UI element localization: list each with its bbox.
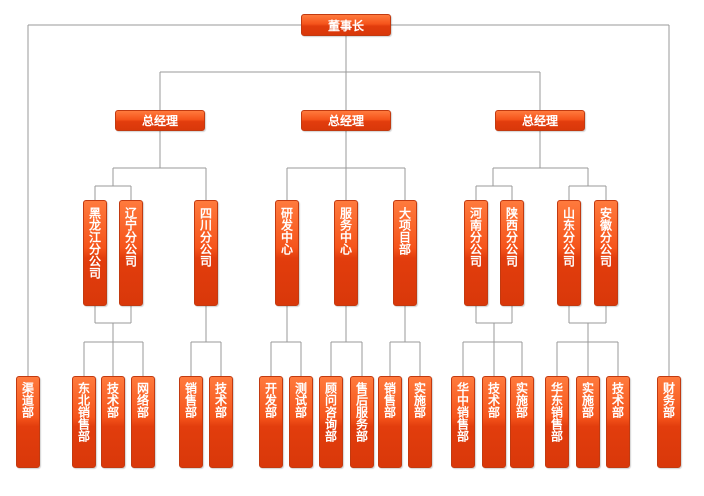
dept-develop: 开发部 bbox=[259, 376, 283, 468]
dept-tech-2-label: 技术部 bbox=[213, 382, 228, 418]
general-manager-box-center: 总经理 bbox=[301, 110, 391, 131]
dept-network: 网络部 bbox=[131, 376, 155, 468]
branch-rd-center-label: 研发中心 bbox=[279, 207, 294, 255]
branch-shaanxi: 陕西分公司 bbox=[500, 200, 524, 306]
dept-sales-2-label: 销售部 bbox=[382, 382, 397, 418]
dept-east-sales-label: 华东销售部 bbox=[549, 382, 564, 442]
branch-liaoning-label: 辽宁分公司 bbox=[123, 207, 138, 267]
general-manager-box-left: 总经理 bbox=[115, 110, 205, 131]
dept-central-sales-label: 华中销售部 bbox=[455, 382, 470, 442]
dept-tech-4: 技术部 bbox=[606, 376, 630, 468]
dept-consulting: 顾问咨询部 bbox=[319, 376, 343, 468]
dept-tech-3-label: 技术部 bbox=[486, 382, 501, 418]
dept-after-sales-label: 售后服务部 bbox=[354, 382, 369, 442]
dept-northeast-sales: 东北销售部 bbox=[72, 376, 96, 468]
dept-tech-4-label: 技术部 bbox=[610, 382, 625, 418]
branch-service-center-label: 服务中心 bbox=[338, 207, 353, 255]
dept-implementation-1-label: 实施部 bbox=[412, 382, 427, 418]
dept-implementation-2-label: 实施部 bbox=[514, 382, 529, 418]
dept-tech-1-label: 技术部 bbox=[105, 382, 120, 418]
dept-sales-1-label: 销售部 bbox=[183, 382, 198, 418]
dept-testing-label: 测试部 bbox=[293, 382, 308, 418]
branch-heilongjiang: 黑龙江分公司 bbox=[83, 200, 107, 306]
dept-network-label: 网络部 bbox=[135, 382, 150, 418]
dept-channel: 渠道部 bbox=[16, 376, 40, 468]
dept-implementation-1: 实施部 bbox=[408, 376, 432, 468]
dept-tech-1: 技术部 bbox=[101, 376, 125, 468]
dept-sales-2: 销售部 bbox=[378, 376, 402, 468]
dept-east-sales: 华东销售部 bbox=[545, 376, 569, 468]
branch-henan-label: 河南分公司 bbox=[468, 207, 483, 267]
dept-after-sales: 售后服务部 bbox=[350, 376, 374, 468]
branch-rd-center: 研发中心 bbox=[275, 200, 299, 306]
branch-anhui: 安徽分公司 bbox=[594, 200, 618, 306]
general-manager-box-right: 总经理 bbox=[495, 110, 585, 131]
dept-finance-label: 财务部 bbox=[661, 382, 676, 418]
branch-shandong: 山东分公司 bbox=[557, 200, 581, 306]
dept-sales-1: 销售部 bbox=[179, 376, 203, 468]
dept-implementation-2: 实施部 bbox=[510, 376, 534, 468]
branch-heilongjiang-label: 黑龙江分公司 bbox=[87, 207, 102, 279]
dept-consulting-label: 顾问咨询部 bbox=[323, 382, 338, 442]
dept-testing: 测试部 bbox=[289, 376, 313, 468]
branch-sichuan-label: 四川分公司 bbox=[198, 207, 213, 267]
branch-henan: 河南分公司 bbox=[464, 200, 488, 306]
branch-liaoning: 辽宁分公司 bbox=[119, 200, 143, 306]
branch-anhui-label: 安徽分公司 bbox=[598, 207, 613, 267]
chairman-box: 董事长 bbox=[301, 14, 391, 36]
dept-develop-label: 开发部 bbox=[263, 382, 278, 418]
branch-shandong-label: 山东分公司 bbox=[561, 207, 576, 267]
dept-tech-3: 技术部 bbox=[482, 376, 506, 468]
branch-service-center: 服务中心 bbox=[334, 200, 358, 306]
dept-northeast-sales-label: 东北销售部 bbox=[76, 382, 91, 442]
dept-tech-2: 技术部 bbox=[209, 376, 233, 468]
dept-channel-label: 渠道部 bbox=[20, 382, 35, 418]
dept-central-sales: 华中销售部 bbox=[451, 376, 475, 468]
dept-implementation-3-label: 实施部 bbox=[580, 382, 595, 418]
dept-finance: 财务部 bbox=[657, 376, 681, 468]
branch-major-projects: 大项目部 bbox=[393, 200, 417, 306]
branch-sichuan: 四川分公司 bbox=[194, 200, 218, 306]
branch-major-projects-label: 大项目部 bbox=[397, 207, 412, 255]
dept-implementation-3: 实施部 bbox=[576, 376, 600, 468]
branch-shaanxi-label: 陕西分公司 bbox=[504, 207, 519, 267]
